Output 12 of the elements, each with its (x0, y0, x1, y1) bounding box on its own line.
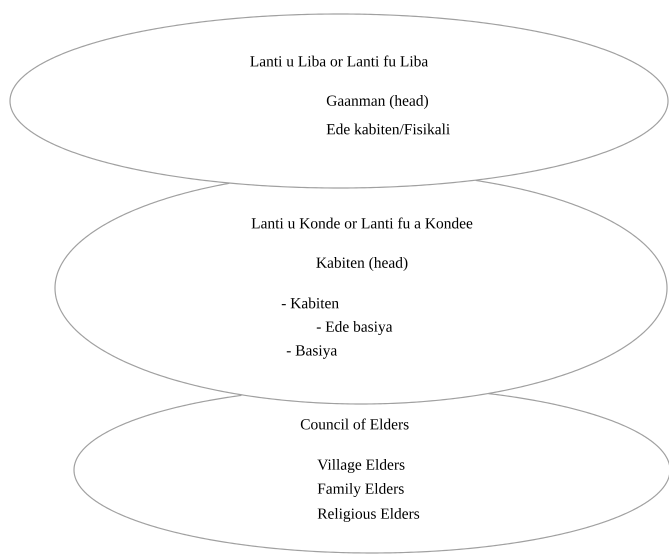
ellipse-text: - Ede basiya (316, 320, 392, 335)
ellipse-text: Village Elders (317, 458, 404, 473)
ellipse-text: Kabiten (head) (316, 257, 408, 271)
ellipse-text: Religious Elders (318, 508, 420, 522)
ellipse-text: Gaanman (head) (326, 95, 428, 109)
ellipse-text: Council of Elders (300, 418, 409, 430)
ellipse-text: Ede kabiten/Fisikali (326, 124, 450, 134)
ellipse-text: Lanti u Liba or Lanti fu Liba (250, 55, 428, 67)
ellipse-text: Family Elders (318, 482, 404, 497)
ellipse-text: Lanti u Konde or Lanti fu a Kondee (252, 217, 472, 228)
ellipse-text: - Kabiten (282, 298, 339, 308)
ellipse-text: - Basiya (286, 345, 338, 359)
